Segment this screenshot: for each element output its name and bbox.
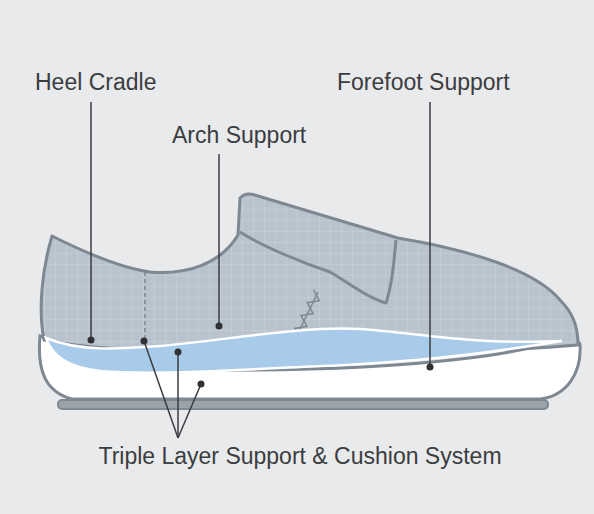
heel-seam bbox=[144, 272, 146, 340]
leader-lines bbox=[91, 102, 430, 438]
leader-dots bbox=[88, 323, 434, 388]
system-label: Triple Layer Support & Cushion System bbox=[98, 443, 501, 469]
part-label: Forefoot Support bbox=[337, 69, 510, 95]
midsole-cushion bbox=[46, 329, 562, 373]
part-label: Heel Cradle bbox=[35, 69, 156, 95]
part-label: Arch Support bbox=[172, 122, 306, 148]
upper-outline bbox=[41, 194, 578, 350]
outsole-strip bbox=[58, 400, 548, 409]
